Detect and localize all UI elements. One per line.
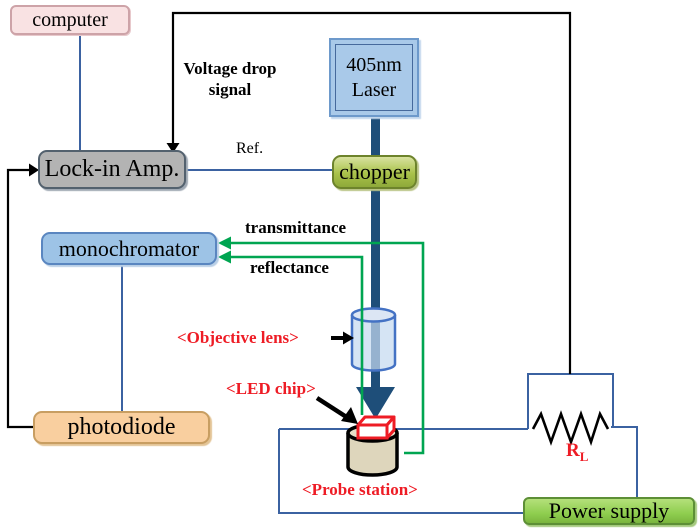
voltage-drop-signal-wire (171, 11, 572, 374)
laser-beam-arrowhead (356, 387, 395, 419)
voltage-drop-line1: Voltage drop (183, 59, 277, 78)
laser-box: 405nm Laser (329, 38, 419, 117)
voltage-drop-signal-label: Voltage drop signal (160, 58, 300, 100)
down-arrowhead-into-lockin (166, 143, 180, 153)
led-chip-pointer-arrowhead (341, 407, 358, 424)
objective-lens-label: <Objective lens> (177, 328, 299, 347)
transmittance-arrowhead (218, 236, 231, 250)
load-resistor-subscript: L (579, 448, 589, 464)
laser-beam (371, 117, 380, 389)
reference-signal-label: Ref. (236, 140, 264, 157)
lock-in-amplifier-box: Lock-in Amp. (38, 150, 186, 189)
computer-box: computer (10, 5, 130, 35)
reflectance-path (229, 255, 364, 415)
objective-lens-cylinder (350, 315, 397, 372)
photodiode-label: photodiode (67, 414, 176, 440)
monochromator-label: monochromator (58, 235, 200, 261)
laser-name-label: Laser (351, 78, 397, 101)
transmittance-path (229, 241, 425, 455)
circuit-left-bottom-wire (278, 429, 523, 514)
load-resistor-symbol: R (566, 440, 580, 461)
transmittance-label: transmittance (245, 218, 347, 237)
led-chip-label: <LED chip> (226, 379, 316, 398)
probe-station-label: <Probe station> (302, 480, 418, 499)
reflectance-label: reflectance (250, 258, 329, 277)
led-chip-front-face (356, 423, 389, 440)
reflectance-arrowhead (218, 250, 231, 264)
computer-label: computer (32, 8, 108, 31)
photodiode-box: photodiode (33, 411, 210, 444)
load-resistor-zigzag (531, 410, 610, 447)
power-supply-label: Power supply (548, 498, 670, 523)
monochromator-box: monochromator (41, 232, 217, 265)
voltage-drop-line2: signal (208, 80, 252, 99)
lock-in-amplifier-label: Lock-in Amp. (44, 156, 180, 182)
wire-photodiode-to-lockin (6, 168, 34, 429)
right-arrowhead-into-lockin (29, 163, 39, 177)
led-chip-pointer-line (315, 396, 350, 420)
resistor-bridge-wire (527, 373, 614, 429)
objective-lens-pointer-arrowhead (343, 331, 354, 345)
chopper-label: chopper (339, 159, 410, 184)
laser-inner-frame: 405nm Laser (335, 44, 413, 111)
load-resistor-label: RL (566, 440, 588, 465)
objective-lens-top (350, 307, 397, 323)
laser-wavelength-label: 405nm (346, 53, 402, 76)
power-supply-box: Power supply (523, 497, 695, 525)
circuit-right-wire-to-power-supply (611, 426, 638, 498)
chopper-box: chopper (332, 155, 417, 189)
probe-station-cylinder (346, 433, 399, 477)
